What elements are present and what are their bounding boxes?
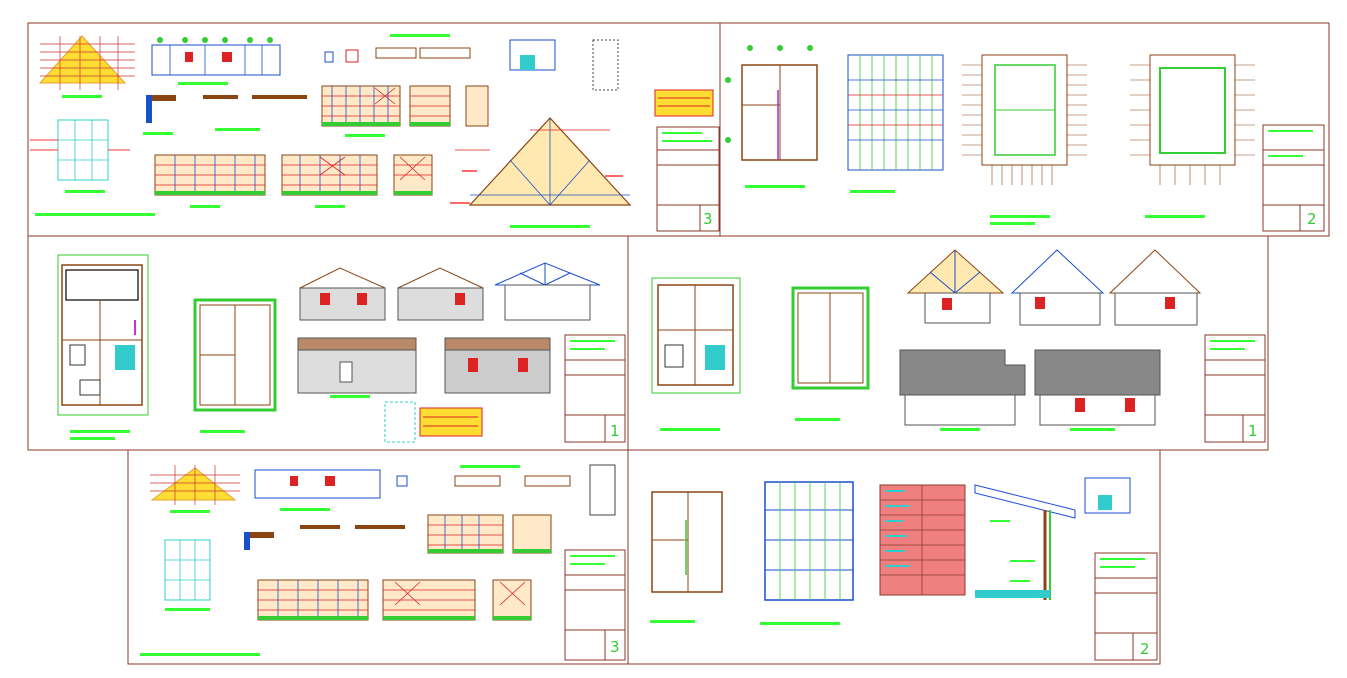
sheet-borders: [27, 22, 1330, 665]
roof-truss-small-bottom: [150, 465, 240, 513]
details-bottom: [244, 464, 616, 550]
sheet-1-left-content: 1: [57, 254, 626, 443]
sheet-number-2-top: 2: [1307, 210, 1317, 228]
sheet-number-3-top: 3: [703, 210, 713, 228]
ground-floor-plan-dimensioned: [193, 298, 277, 433]
floor-joist-plan: [847, 54, 944, 193]
framed-wall-panels-top: [154, 85, 489, 208]
sheet-3-bottom-content: 3: [140, 464, 626, 661]
floor-joist-plan-bottom: [760, 481, 854, 625]
ground-floor-plan-furnished: [57, 254, 149, 440]
title-block-sheet-1-left: 1: [564, 334, 626, 443]
framed-wall-panels-bottom: [257, 514, 552, 621]
floor-plan-bottom: [650, 491, 723, 623]
title-block-sheet-3-top: 3: [654, 89, 720, 232]
detail-sections: [143, 34, 619, 135]
sheet-1-right-content: 1: [651, 249, 1266, 443]
title-block-sheet-3-bottom: 3: [564, 549, 626, 661]
sheet-number-1-left: 1: [610, 422, 620, 440]
cyan-frame-detail: [30, 119, 155, 216]
floor-plan-right-a: [651, 277, 741, 431]
sheet-2-top-content: 2: [725, 45, 1325, 232]
sheet-number-3-bottom: 3: [610, 638, 620, 656]
wall-elevation-strip-bottom: [254, 469, 381, 511]
wall-section-detail: [974, 477, 1131, 600]
elevations-sheet-1: [297, 262, 601, 398]
sheet-2-bottom-border: [627, 449, 1161, 665]
title-block-sheet-2-top: 2: [1262, 124, 1325, 232]
sheet-3-top-content: 3: [30, 34, 720, 232]
roof-plan-a: [962, 54, 1087, 225]
title-block-sheet-2-bottom: 2: [1094, 552, 1158, 661]
sheet-2-bottom-content: 2: [650, 477, 1158, 661]
hatch-and-legend-left: [384, 401, 483, 443]
floor-plan-right-b: [791, 286, 870, 421]
title-block-sheet-1-right: 1: [1204, 334, 1266, 443]
tile-legend-bottom: [879, 484, 966, 596]
wall-elevation-strip: [151, 37, 281, 85]
sheet-number-2-bottom: 2: [1140, 640, 1150, 658]
elevations-right: [899, 249, 1202, 431]
cyan-frame-detail-bottom: [140, 539, 260, 656]
sheet-number-1-right: 1: [1248, 422, 1258, 440]
roof-plan-b: [1130, 54, 1255, 218]
big-roof-truss: [450, 117, 632, 228]
roof-truss-small: [38, 35, 135, 98]
floor-plan-a: [725, 45, 818, 188]
